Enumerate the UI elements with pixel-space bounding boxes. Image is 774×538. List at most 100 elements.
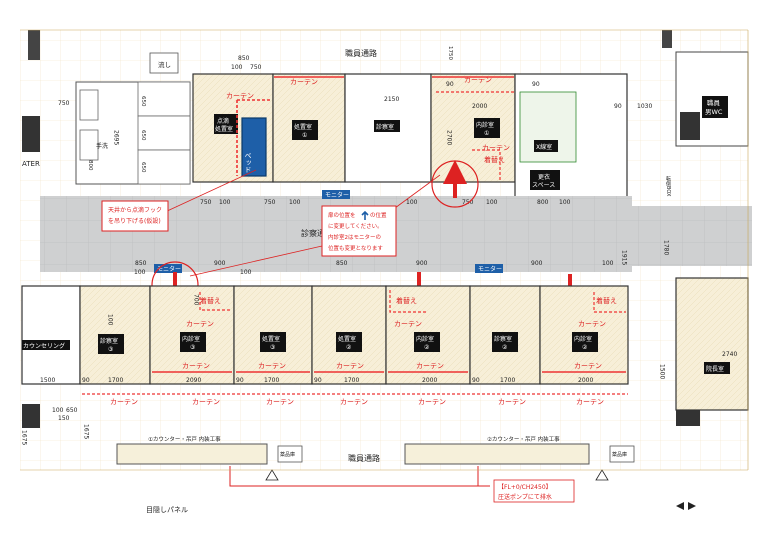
water-label: ATER bbox=[22, 160, 40, 168]
drain-note-text: 圧送ポンプにて排水 bbox=[498, 493, 552, 501]
dimension: 750 bbox=[200, 199, 212, 206]
monitor-label: モニター bbox=[478, 265, 502, 273]
note-text: の位置 bbox=[370, 211, 387, 219]
room-label: ① bbox=[302, 132, 307, 139]
dimension: 650 bbox=[140, 130, 146, 141]
room-label: 処置室 bbox=[338, 335, 356, 343]
note-text: 天井から点滴フック bbox=[108, 206, 162, 214]
dark-column bbox=[28, 30, 40, 60]
storage-label: 薬品庫 bbox=[612, 451, 627, 458]
box-label: 転倒BOX bbox=[665, 176, 671, 197]
room-label: ③ bbox=[190, 344, 195, 351]
room-label: 処置室 bbox=[294, 123, 312, 131]
bottom-curtains: カーテン 着替え 着替え カーテン 着替え カーテン カーテン カーテン カーテ… bbox=[82, 290, 628, 406]
bottom-panel-label: 目隠しパネル bbox=[146, 505, 188, 514]
dimension: 1700 bbox=[500, 377, 515, 384]
room-tag bbox=[572, 332, 598, 352]
note-left bbox=[101, 200, 169, 232]
dimension: 650 bbox=[140, 96, 146, 107]
dimension: 2700 bbox=[446, 130, 453, 145]
leader-line bbox=[189, 245, 323, 277]
dimension: 1700 bbox=[108, 377, 123, 384]
dimension: 2695 bbox=[113, 130, 120, 145]
curtain-label: カーテン bbox=[498, 398, 526, 406]
changeover-label: 着替え bbox=[200, 296, 221, 305]
bed-label: ベッド bbox=[244, 152, 252, 173]
toilet-stall bbox=[137, 115, 191, 151]
dimension: 100 bbox=[406, 199, 418, 206]
monitor-tag bbox=[475, 264, 503, 273]
room-tag bbox=[292, 120, 318, 140]
curtain-label: カーテン bbox=[578, 320, 606, 328]
dimension: 100 bbox=[240, 269, 252, 276]
dimension: 900 bbox=[214, 260, 226, 267]
curtain-label: カーテン bbox=[482, 144, 510, 152]
room-tag bbox=[492, 332, 518, 352]
urinal bbox=[79, 89, 99, 121]
dimension: 2150 bbox=[384, 96, 399, 103]
room-tag bbox=[336, 332, 362, 352]
dimension: 850 bbox=[336, 260, 348, 267]
toilet-stall bbox=[137, 81, 191, 117]
curtain-label: カーテン bbox=[464, 76, 492, 84]
drain-note bbox=[493, 479, 575, 503]
room-label: ① bbox=[484, 130, 489, 137]
dimension: 2000 bbox=[472, 103, 487, 110]
dimension: 100 bbox=[107, 314, 114, 326]
room-label: 更衣 bbox=[538, 173, 550, 181]
dimension: 90 bbox=[314, 377, 322, 384]
dark-column bbox=[680, 112, 700, 140]
dimension: 650 bbox=[66, 407, 78, 414]
corridor-top-label: 職員通路 bbox=[345, 48, 377, 58]
monitor-tag bbox=[322, 190, 350, 199]
dimension: 100 bbox=[289, 199, 301, 206]
triangle-icon bbox=[265, 469, 279, 481]
room-label: 内診室 bbox=[182, 335, 200, 343]
dimension: 1700 bbox=[344, 377, 359, 384]
room-tag bbox=[374, 120, 400, 132]
curtain-label: カーテン bbox=[418, 398, 446, 406]
dimension: 900 bbox=[531, 260, 543, 267]
counter bbox=[404, 443, 590, 465]
dimension: 1700 bbox=[264, 377, 279, 384]
dimension: 850 bbox=[238, 55, 250, 62]
dimension: 100 bbox=[219, 199, 231, 206]
dimension: 900 bbox=[416, 260, 428, 267]
room-director bbox=[675, 277, 749, 411]
top-band: 流し 手洗 ATER ベッド 点滴 処置室 処置室 ① 診察室 内診室 ① X線… bbox=[22, 30, 749, 428]
note-right bbox=[321, 205, 397, 257]
dimension: 90 bbox=[532, 81, 540, 88]
dimension: 100 bbox=[231, 64, 243, 71]
bottom-band: カウンセリング 診察室 ③ 内診室 ③ 処置室 ③ 処置室 ② 内診室 ② 診察… bbox=[21, 277, 749, 411]
dimension: 750 bbox=[264, 199, 276, 206]
room-tag bbox=[22, 340, 70, 350]
curtain-line bbox=[236, 99, 272, 176]
room-label: 診察室 bbox=[100, 337, 118, 345]
bed bbox=[241, 117, 267, 177]
dimension: 2090 bbox=[186, 377, 201, 384]
room-tag bbox=[260, 332, 286, 352]
triangle-icon bbox=[595, 469, 609, 481]
monitor-label: モニター bbox=[157, 265, 181, 273]
room-label: 内診室 bbox=[476, 121, 494, 129]
dimension: 1915 bbox=[621, 250, 628, 265]
drain-line bbox=[229, 466, 490, 487]
dimension: 90 bbox=[82, 377, 90, 384]
dimension: 90 bbox=[446, 81, 454, 88]
curtain-label: カーテン bbox=[574, 362, 602, 370]
dimension: 100 bbox=[486, 199, 498, 206]
room-label: ② bbox=[502, 344, 508, 351]
room-label: X線室 bbox=[536, 143, 552, 151]
storage bbox=[609, 445, 635, 463]
room-tag bbox=[474, 118, 500, 138]
monitor-tag bbox=[154, 264, 182, 273]
curtain-label: カーテン bbox=[182, 362, 210, 370]
urinal bbox=[79, 129, 99, 161]
sink-label: 流し bbox=[158, 60, 171, 69]
dimension: 850 bbox=[135, 260, 147, 267]
corridor-bottom-label: 職員通路 bbox=[348, 453, 380, 463]
room-tag bbox=[98, 334, 124, 354]
room-tag bbox=[534, 140, 558, 152]
toilet-stall bbox=[137, 149, 191, 185]
dimension: 100 bbox=[52, 407, 64, 414]
